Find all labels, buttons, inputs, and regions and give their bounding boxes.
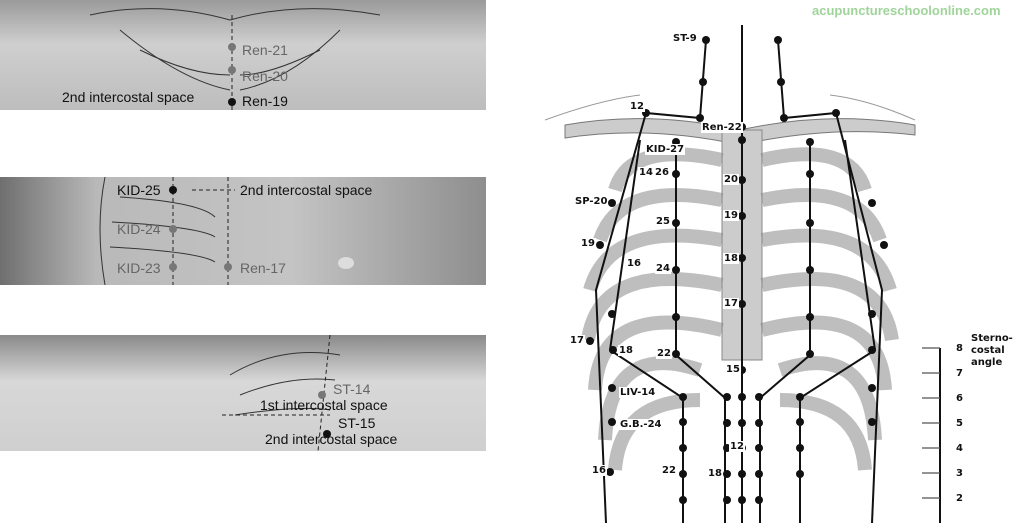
label-ren-19: Ren-19 xyxy=(242,93,288,109)
point-sp-20: SP-20 xyxy=(574,196,609,207)
point-kid-27: KID-27 xyxy=(645,144,686,155)
point-26: 26 xyxy=(654,167,670,178)
point-22: 22 xyxy=(656,348,672,359)
point-18: 18 xyxy=(723,253,739,264)
point-14: 14 xyxy=(638,167,654,178)
scale-tick-6: 6 xyxy=(955,393,964,404)
point-ren-22: Ren-22 xyxy=(701,122,743,133)
point-17-side: 17 xyxy=(569,335,585,346)
point-17: 17 xyxy=(723,298,739,309)
scale-tick-2: 2 xyxy=(955,493,964,504)
scale-tick-3: 3 xyxy=(955,468,964,479)
scale-tick-4: 4 xyxy=(955,443,964,454)
label-st-14: ST-14 xyxy=(333,381,371,397)
point-st-9: ST-9 xyxy=(672,33,698,44)
scale-tick-7: 7 xyxy=(955,368,964,379)
label-kid-25: KID-25 xyxy=(117,182,161,198)
label-1st-intercostal: 1st intercostal space xyxy=(260,397,388,413)
point-16: 16 xyxy=(626,258,642,269)
point-22-lower: 22 xyxy=(661,465,677,476)
point-18-side: 18 xyxy=(618,345,634,356)
label-ren-17: Ren-17 xyxy=(240,260,286,276)
label-2nd-intercostal: 2nd intercostal space xyxy=(62,89,195,105)
label-2nd-intercostal: 2nd intercostal space xyxy=(265,431,398,447)
label-kid-24: KID-24 xyxy=(117,221,161,237)
photo-panel-kid-points: KID-25 2nd intercostal space KID-24 KID-… xyxy=(0,177,486,285)
scale-caption: Sterno-costal angle xyxy=(970,333,1014,369)
photo-panel-ren-points: Ren-21 Ren-20 2nd intercostal space Ren-… xyxy=(0,0,486,110)
scale-tick-5: 5 xyxy=(955,418,964,429)
label-ren-20: Ren-20 xyxy=(242,68,288,84)
point-24: 24 xyxy=(655,263,671,274)
point-20: 20 xyxy=(723,174,739,185)
point-16-lower: 16 xyxy=(591,465,607,476)
point-19-side: 19 xyxy=(580,238,596,249)
label-st-15: ST-15 xyxy=(338,415,376,431)
label-kid-23: KID-23 xyxy=(117,260,161,276)
point-25: 25 xyxy=(655,216,671,227)
point-liv-14: LIV-14 xyxy=(619,387,657,398)
point-12: 12 xyxy=(629,101,645,112)
point-15: 15 xyxy=(725,364,741,375)
label-ren-21: Ren-21 xyxy=(242,42,288,58)
point-19: 19 xyxy=(723,210,739,221)
watermark: acupunctureschoolonline.com xyxy=(812,3,1001,18)
scale-tick-8: 8 xyxy=(955,343,964,354)
point-12-lower: 12 xyxy=(729,441,745,452)
label-2nd-intercostal: 2nd intercostal space xyxy=(240,182,373,198)
point-18-lower: 18 xyxy=(707,468,723,479)
point-gb-24: G.B.-24 xyxy=(619,419,663,430)
photo-panel-st-points: ST-14 1st intercostal space ST-15 2nd in… xyxy=(0,335,486,451)
